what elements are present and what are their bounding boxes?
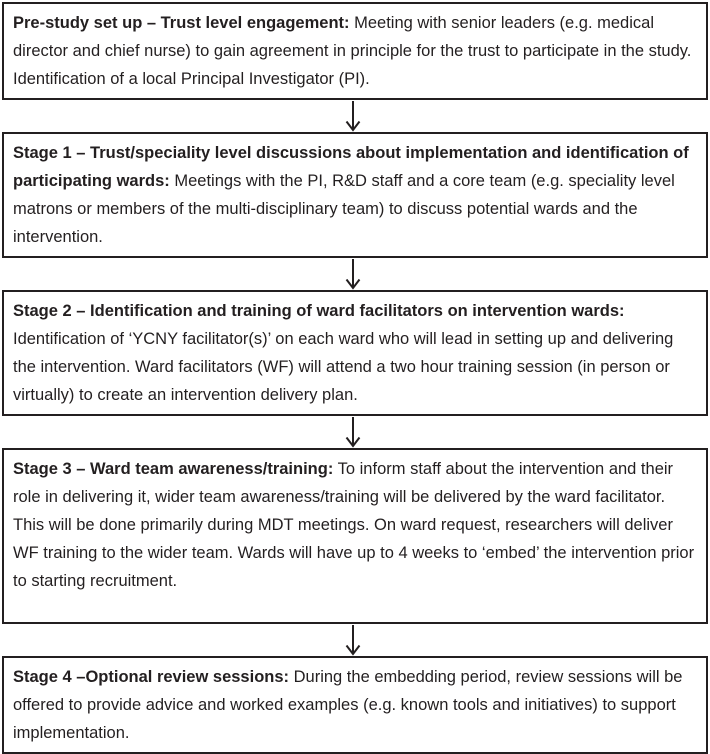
flow-step-stage-4: Stage 4 –Optional review sessions: Durin… bbox=[2, 656, 708, 754]
step-body: During the embedding period, review sess… bbox=[13, 668, 683, 742]
flow-connector bbox=[0, 416, 710, 448]
down-arrow-icon bbox=[345, 101, 361, 132]
flow-step-stage-1: Stage 1 – Trust/speciality level discuss… bbox=[2, 132, 708, 258]
flow-step-stage-3: Stage 3 – Ward team awareness/training: … bbox=[2, 448, 708, 624]
step-title: Stage 2 – Identification and training of… bbox=[13, 302, 625, 320]
flow-step-pre-study: Pre-study set up – Trust level engagemen… bbox=[2, 2, 708, 100]
step-title: Pre-study set up – Trust level engagemen… bbox=[13, 14, 350, 32]
step-body: To inform staff about the intervention a… bbox=[13, 460, 695, 590]
step-body: Meetings with the PI, R&D staff and a co… bbox=[13, 172, 675, 246]
down-arrow-icon bbox=[345, 417, 361, 448]
step-title: Stage 4 –Optional review sessions: bbox=[13, 668, 290, 686]
down-arrow-icon bbox=[345, 625, 361, 656]
down-arrow-icon bbox=[345, 259, 361, 290]
flow-connector bbox=[0, 624, 710, 656]
step-body: Identification of ‘YCNY facilitator(s)’ … bbox=[13, 330, 674, 404]
flow-step-stage-2: Stage 2 – Identification and training of… bbox=[2, 290, 708, 416]
step-title: Stage 3 – Ward team awareness/training: bbox=[13, 460, 334, 478]
flow-connector bbox=[0, 258, 710, 290]
flow-connector bbox=[0, 100, 710, 132]
step-title: Stage 1 – Trust/speciality level discuss… bbox=[13, 144, 689, 190]
step-body: Meeting with senior leaders (e.g. medica… bbox=[13, 14, 692, 88]
